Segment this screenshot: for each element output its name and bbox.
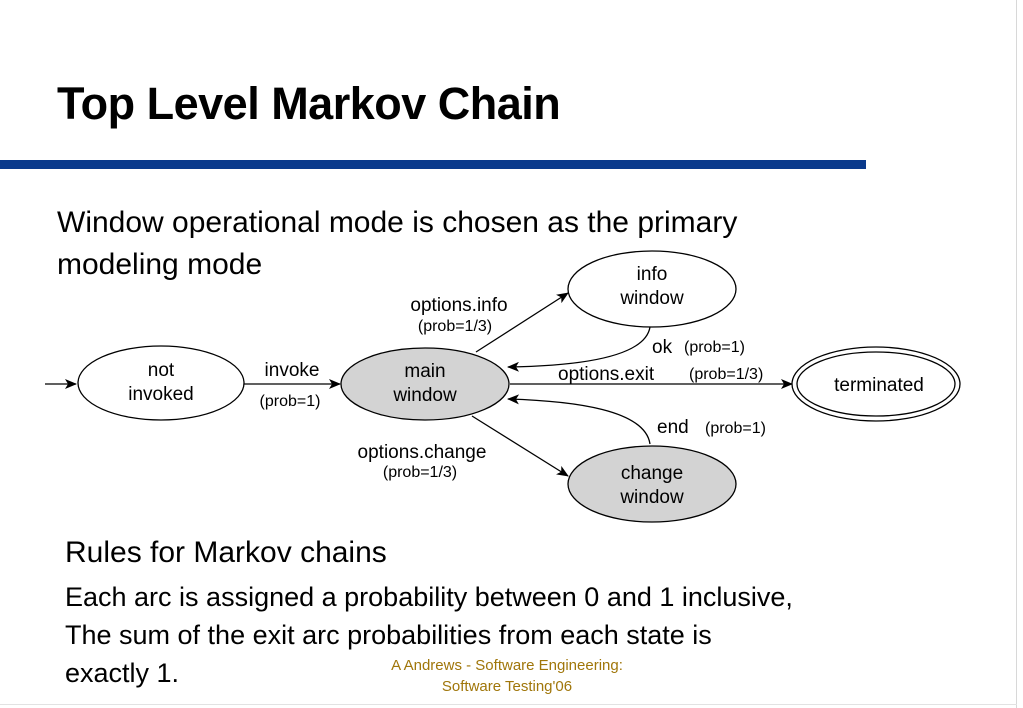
edge-end bbox=[507, 394, 651, 445]
edge-options-change bbox=[471, 415, 569, 477]
state-label-line1: not bbox=[148, 360, 175, 381]
arc-prob-ok: (prob=1) bbox=[684, 339, 745, 356]
state-label-line1: change bbox=[621, 463, 683, 484]
state-label-line1: main bbox=[404, 361, 445, 382]
state-not-invoked: not invoked bbox=[77, 345, 245, 421]
footer: A Andrews - Software Engineering: Softwa… bbox=[332, 655, 682, 697]
edge-options-info bbox=[475, 292, 569, 353]
arc-prob-options-exit: (prob=1/3) bbox=[689, 366, 763, 383]
state-label-line2: window bbox=[392, 385, 457, 406]
slide-bottom-edge bbox=[0, 704, 1017, 705]
arc-label-options-exit: options.exit bbox=[558, 364, 655, 385]
edge-ok bbox=[507, 326, 651, 372]
state-label-line2: invoked bbox=[128, 384, 194, 405]
intro-text: Window operational mode is chosen as the… bbox=[57, 206, 738, 281]
state-label-line2: window bbox=[619, 487, 684, 508]
arc-prob-invoke: (prob=1) bbox=[260, 393, 321, 410]
slide-right-edge bbox=[1016, 0, 1017, 708]
slide-title: Top Level Markov Chain bbox=[57, 78, 561, 129]
title-rule bbox=[0, 160, 866, 169]
rules-line-2: The sum of the exit arc probabilities fr… bbox=[65, 620, 712, 650]
arc-label-end: end bbox=[657, 417, 689, 438]
arc-label-ok: ok bbox=[652, 337, 673, 358]
arc-prob-options-info: (prob=1/3) bbox=[418, 318, 492, 335]
rules-line-1: Each arc is assigned a probability betwe… bbox=[65, 582, 793, 612]
footer-line-2: Software Testing'06 bbox=[441, 678, 573, 695]
state-main-window: main window bbox=[340, 347, 510, 421]
state-change-window: change window bbox=[567, 445, 737, 523]
state-label: terminated bbox=[834, 375, 924, 396]
rules-text: Each arc is assigned a probability betwe… bbox=[65, 578, 935, 692]
arc-prob-end: (prob=1) bbox=[705, 420, 766, 437]
rules-line-3: exactly 1. bbox=[65, 658, 180, 688]
rules-heading: Rules for Markov chains bbox=[65, 536, 387, 569]
arc-label-options-info: options.info bbox=[410, 295, 507, 316]
state-terminated: terminated bbox=[791, 346, 961, 422]
state-label-line2: window bbox=[619, 288, 684, 309]
footer-line-1: A Andrews - Software Engineering: bbox=[391, 657, 623, 674]
arc-label-options-change: options.change bbox=[358, 442, 487, 463]
state-label-line1: info bbox=[637, 264, 668, 285]
arc-label-invoke: invoke bbox=[265, 360, 320, 381]
arc-prob-options-change: (prob=1/3) bbox=[383, 464, 457, 481]
state-info-window: info window bbox=[567, 250, 737, 328]
